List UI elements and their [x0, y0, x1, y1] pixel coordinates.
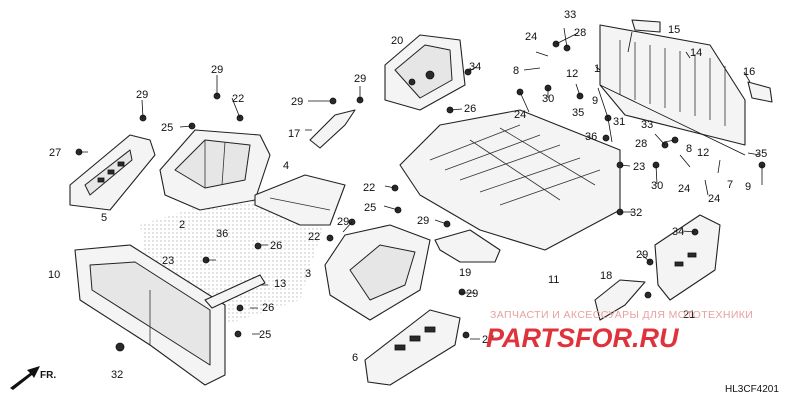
- callout-8: 8: [686, 143, 692, 155]
- callout-12: 12: [566, 68, 578, 80]
- callout-15: 15: [668, 24, 680, 36]
- callout-30: 30: [651, 180, 663, 192]
- part-floor-mat: [254, 174, 346, 226]
- part-bracket-19: [434, 229, 501, 263]
- callout-24: 24: [708, 193, 720, 205]
- callout-24: 24: [525, 31, 537, 43]
- watermark: ЗАПЧАСТИ И АКСЕССУАРЫ ДЛЯ МОТОТЕХНИКИ PA…: [486, 309, 753, 353]
- callout-29: 29: [466, 288, 478, 300]
- callout-27: 27: [482, 334, 494, 346]
- part-front-panel: [74, 244, 226, 386]
- callout-33: 33: [564, 9, 576, 21]
- watermark-subtitle: ЗАПЧАСТИ И АКСЕССУАРЫ ДЛЯ МОТОТЕХНИКИ: [490, 309, 753, 321]
- callout-3: 3: [305, 268, 311, 280]
- callout-25: 25: [161, 122, 173, 134]
- part-tailgate-latch: [747, 81, 773, 103]
- part-bracket-17: [309, 109, 356, 149]
- part-center-floor: [324, 224, 431, 321]
- callout-12: 12: [697, 147, 709, 159]
- callout-16: 16: [743, 66, 755, 78]
- callout-23: 23: [162, 255, 174, 267]
- callout-28: 28: [635, 138, 647, 150]
- callout-18: 18: [600, 270, 612, 282]
- callout-4: 4: [283, 160, 289, 172]
- callout-28: 28: [574, 27, 586, 39]
- part-left-floor-tray: [159, 129, 271, 211]
- callout-labels: 1 2 3 4 5 6 7 8 8 9 9 10 11 12 12 13 14 …: [48, 9, 767, 381]
- part-left-side-guard: [69, 134, 156, 211]
- callout-36: 36: [585, 131, 597, 143]
- part-support-13: [204, 274, 266, 309]
- leader-lines: [79, 27, 763, 340]
- callout-29: 29: [636, 249, 648, 261]
- callout-17: 17: [288, 128, 300, 140]
- part-storage-box: [384, 34, 466, 111]
- callout-11: 11: [548, 274, 559, 286]
- callout-22: 22: [308, 231, 320, 243]
- callout-13: 13: [274, 278, 286, 290]
- callout-19: 19: [459, 267, 471, 279]
- callout-9: 9: [592, 95, 598, 107]
- front-direction-arrow-icon: FR.: [10, 366, 56, 390]
- callout-14: 14: [690, 47, 702, 59]
- front-direction-label: FR.: [40, 370, 56, 381]
- callout-29: 29: [291, 96, 303, 108]
- callout-29: 29: [417, 215, 429, 227]
- callout-22: 22: [363, 182, 375, 194]
- watermark-logo: PARTSFOR.RU: [486, 323, 680, 353]
- callout-34: 34: [469, 61, 481, 73]
- callout-1: 1: [594, 63, 600, 75]
- callout-35: 35: [572, 107, 584, 119]
- part-lower-guard: [364, 309, 461, 386]
- part-tailgate: [599, 24, 746, 156]
- callout-26: 26: [464, 103, 476, 115]
- callout-22: 22: [232, 93, 244, 105]
- part-bracket-18: [594, 279, 646, 321]
- callout-26: 26: [262, 302, 274, 314]
- callout-24: 24: [514, 109, 526, 121]
- callout-25: 25: [364, 202, 376, 214]
- callout-32: 32: [111, 369, 123, 381]
- callout-6: 6: [352, 352, 358, 364]
- callout-33: 33: [641, 119, 653, 131]
- callout-32: 32: [630, 207, 642, 219]
- callout-27: 27: [49, 147, 61, 159]
- callout-29: 29: [354, 73, 366, 85]
- callout-10: 10: [48, 269, 60, 281]
- callout-8: 8: [513, 65, 519, 77]
- diagram-code: HL3CF4201: [725, 384, 779, 395]
- callout-21: 21: [683, 309, 695, 321]
- part-right-side-guard: [654, 214, 721, 301]
- callout-2: 2: [179, 219, 185, 231]
- callout-29: 29: [211, 64, 223, 76]
- part-hinge-15: [631, 19, 661, 33]
- callout-25: 25: [259, 329, 271, 341]
- callout-7: 7: [727, 179, 733, 191]
- callout-20: 20: [391, 35, 403, 47]
- callout-24: 24: [678, 183, 690, 195]
- callout-23: 23: [633, 161, 645, 173]
- callout-36: 36: [216, 228, 228, 240]
- callout-35: 35: [755, 148, 767, 160]
- callout-29: 29: [136, 89, 148, 101]
- callout-30: 30: [542, 93, 554, 105]
- callout-9: 9: [745, 181, 751, 193]
- callout-5: 5: [101, 212, 107, 224]
- callout-26: 26: [270, 240, 282, 252]
- callout-29: 29: [337, 216, 349, 228]
- callout-31: 31: [613, 116, 625, 128]
- callout-34: 34: [672, 226, 684, 238]
